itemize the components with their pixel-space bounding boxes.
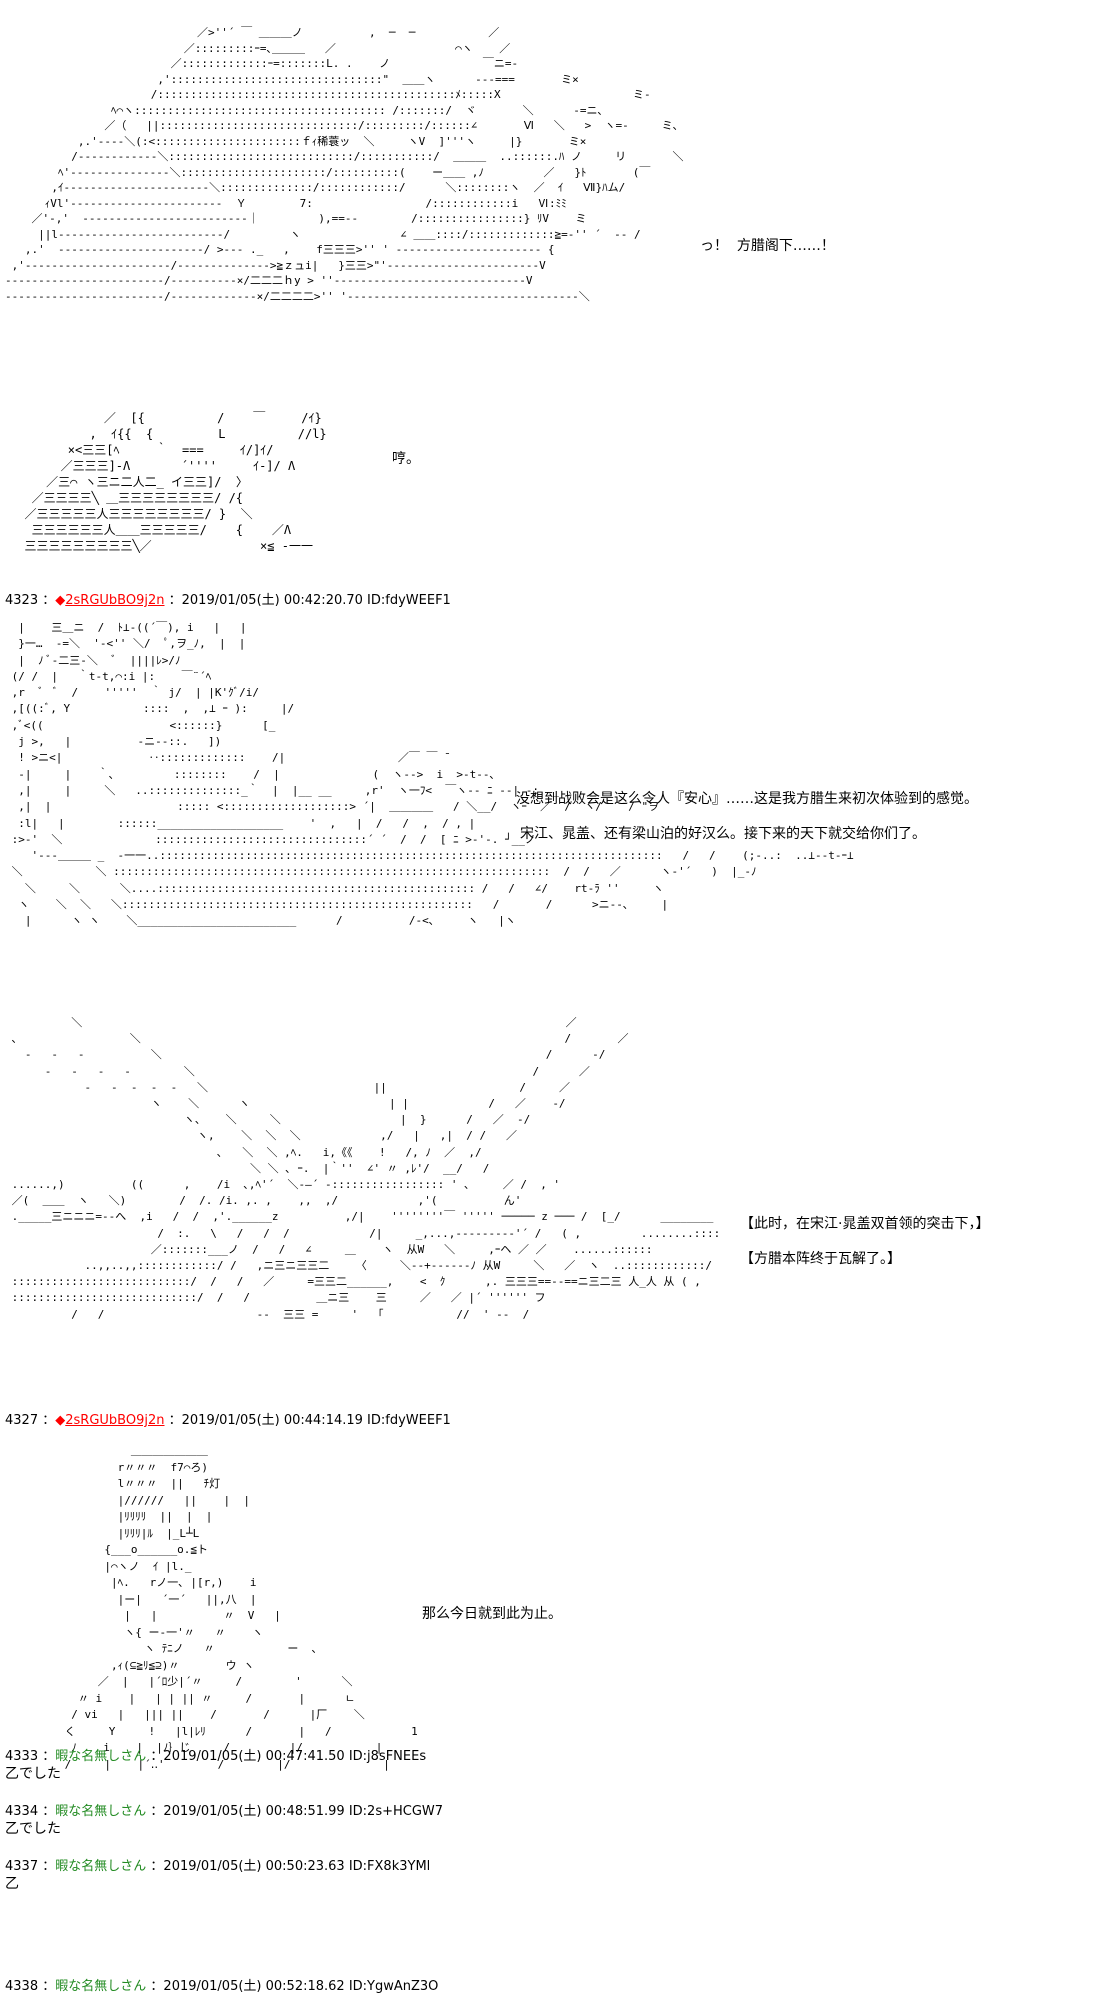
post-separator: ： — [42, 1749, 56, 1764]
dialog-panel-5: 那么今日就到此为止。 — [422, 1606, 562, 1622]
reply-number[interactable]: 4333 — [5, 1749, 39, 1764]
ascii-art-panel-2: ／ [{ / ￣ /ｲ} , ｲ{{ { L //l} ×<三三[ﾍ ｀ ===… — [24, 411, 327, 553]
reply-number[interactable]: 4334 — [5, 1804, 39, 1819]
post-separator: ： — [150, 1804, 164, 1819]
reply-id: ID:2s+HCGW7 — [348, 1804, 444, 1819]
ascii-art-panel-3: | 三＿ニ / ﾄ⊥-((´￣), i | | }一… -=＼ '-<'' ＼/… — [11, 621, 854, 928]
reply-id: ID:FX8k3YMl — [348, 1859, 431, 1874]
ascii-art-panel-1: ／>''´ ￣ ＿＿＿ノ , ─ ─ ／ ／:::::::::ｰ=､＿＿＿ ／ … — [5, 26, 684, 303]
post-separator: ： — [150, 1859, 164, 1874]
anon-name: 暇な名無しさん — [55, 1859, 147, 1874]
anon-name: 暇な名無しさん — [55, 1804, 147, 1819]
dialog-panel-4-line-2: 【方腊本阵终于瓦解了。】 — [740, 1251, 901, 1267]
dialog-panel-4-line-1: 【此时，在宋江·晁盖双首领的突击下，】 — [740, 1216, 990, 1232]
reply-id: ID:YgwAnZ3O — [348, 1979, 439, 1994]
post-separator: ： — [42, 1413, 56, 1428]
poster-trip-link[interactable]: 2sRGUbBO9j2n — [65, 1413, 165, 1428]
reply-date: 2019/01/05(土) 00:47:41.50 — [163, 1749, 345, 1764]
trip-diamond-icon: ◆ — [55, 1413, 66, 1428]
reply-header: 4333 ：暇な名無しさん ：2019/01/05(土) 00:47:41.50… — [5, 1745, 426, 1764]
anon-name: 暇な名無しさん — [55, 1749, 147, 1764]
post-header: 4327 ：◆2sRGUbBO9j2n ：2019/01/05(土) 00:44… — [5, 1409, 451, 1428]
post-separator: ： — [42, 593, 56, 608]
reply-header: 4334 ：暇な名無しさん ：2019/01/05(土) 00:48:51.99… — [5, 1800, 443, 1819]
reply-body: 乙でした — [5, 1766, 61, 1782]
reply-header: 4337 ：暇な名無しさん ：2019/01/05(土) 00:50:23.63… — [5, 1855, 430, 1874]
post-number[interactable]: 4323 — [5, 593, 39, 608]
post-id: ID:fdyWEEF1 — [367, 593, 451, 608]
post-separator: ： — [168, 593, 182, 608]
reply-date: 2019/01/05(土) 00:48:51.99 — [163, 1804, 345, 1819]
post-header: 4323 ：◆2sRGUbBO9j2n ：2019/01/05(土) 00:42… — [5, 589, 451, 608]
post-separator: ： — [150, 1979, 164, 1994]
post-id: ID:fdyWEEF1 — [367, 1413, 451, 1428]
reply-body: 乙でした — [5, 1821, 61, 1837]
reply-number[interactable]: 4337 — [5, 1859, 39, 1874]
post-separator: ： — [168, 1413, 182, 1428]
reply-id: ID:j8sFNEEs — [348, 1749, 427, 1764]
dialog-panel-3-line-1: 没想到战败会是这么令人『安心』……这是我方腊生来初次体验到的感觉。 — [516, 791, 978, 807]
trip-diamond-icon: ◆ — [55, 593, 66, 608]
post-date: 2019/01/05(土) 00:42:20.70 — [181, 593, 363, 608]
reply-body: 乙 — [5, 1876, 19, 1892]
reply-date: 2019/01/05(土) 00:50:23.63 — [163, 1859, 345, 1874]
post-separator: ： — [42, 1804, 56, 1819]
post-date: 2019/01/05(土) 00:44:14.19 — [181, 1413, 363, 1428]
ascii-art-panel-4: ＼ ／ ､ ＼ / ／ - - - ＼ — [11, 1016, 721, 1321]
dialog-panel-2: 哼。 — [392, 451, 420, 467]
dialog-panel-3-line-2: 宋江、晁盖、还有梁山泊的好汉么。接下来的天下就交给你们了。 — [520, 826, 926, 842]
reply-date: 2019/01/05(土) 00:52:18.62 — [163, 1979, 345, 1994]
post-number[interactable]: 4327 — [5, 1413, 39, 1428]
dialog-panel-1: っ！ 方腊阁下……！ — [700, 238, 835, 254]
ascii-art-panel-5: ＿＿＿＿＿＿＿ r〃〃〃 f7⌒ろ) l〃〃〃 || ﾁ灯 |////// ||… — [64, 1444, 418, 1771]
reply-number[interactable]: 4338 — [5, 1979, 39, 1994]
post-separator: ： — [150, 1749, 164, 1764]
post-separator: ： — [42, 1979, 56, 1994]
post-separator: ： — [42, 1859, 56, 1874]
reply-header: 4338 ：暇な名無しさん ：2019/01/05(土) 00:52:18.62… — [5, 1975, 438, 1994]
anon-name: 暇な名無しさん — [55, 1979, 147, 1994]
poster-trip-link[interactable]: 2sRGUbBO9j2n — [65, 593, 165, 608]
